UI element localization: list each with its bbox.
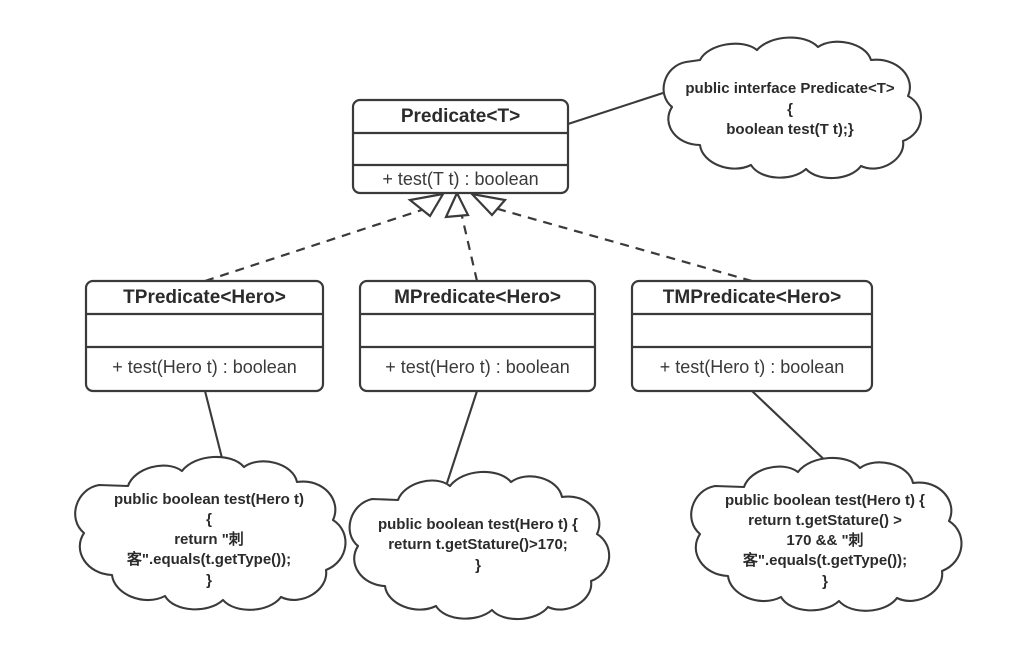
note-anchor-tpredicate [203, 390, 226, 467]
class-box-predicate-frame [351, 98, 570, 195]
note-cloud-tmpredicate[interactable]: public boolean test(Hero t) { return t.g… [690, 456, 963, 612]
note-anchor-predicate [567, 92, 664, 125]
note-cloud-predicate[interactable]: public interface Predicate<T> { boolean … [662, 36, 923, 180]
class-name-mpredicate: MPredicate<Hero> [394, 287, 561, 308]
note-cloud-tpredicate-line-3: 客".equals(t.getType()); [126, 550, 291, 568]
class-box-predicate[interactable]: Predicate<T> + test(T t) : boolean [351, 98, 570, 195]
realization-tmpredicate-to-predicate [483, 203, 753, 283]
note-cloud-tmpredicate-line-0: public boolean test(Hero t) { [725, 492, 925, 509]
class-box-tmpredicate-frame [630, 279, 874, 393]
note-cloud-mpredicate-line-0: public boolean test(Hero t) { [378, 516, 578, 533]
class-box-tpredicate[interactable]: TPredicate<Hero> + test(Hero t) : boolea… [84, 279, 325, 393]
class-box-tmpredicate[interactable]: TMPredicate<Hero> + test(Hero t) : boole… [630, 279, 874, 393]
note-cloud-predicate-line-1: { [787, 101, 793, 118]
class-method-predicate-0: + test(T t) : boolean [382, 169, 538, 189]
note-cloud-mpredicate[interactable]: public boolean test(Hero t) { return t.g… [348, 470, 611, 621]
realization-mpredicate-to-predicate [459, 211, 479, 282]
note-cloud-tmpredicate-line-2: 170 && "刺 [786, 531, 863, 549]
note-cloud-mpredicate-line-1: return t.getStature()>170; [388, 536, 568, 553]
note-cloud-tmpredicate-shape [690, 456, 963, 612]
note-cloud-tmpredicate-line-3: 客".equals(t.getType()); [742, 551, 907, 569]
class-name-predicate: Predicate<T> [401, 106, 520, 127]
note-cloud-tmpredicate-line-4: } [822, 573, 828, 590]
class-box-mpredicate[interactable]: MPredicate<Hero> + test(Hero t) : boolea… [358, 279, 597, 393]
class-name-tpredicate: TPredicate<Hero> [123, 287, 286, 308]
note-cloud-tpredicate[interactable]: public boolean test(Hero t) { return "刺 … [74, 455, 347, 611]
note-anchor-mpredicate [446, 390, 478, 484]
note-cloud-predicate-line-2: boolean test(T t);} [726, 121, 854, 138]
class-method-mpredicate-0: + test(Hero t) : boolean [385, 357, 570, 377]
note-cloud-predicate-shape [662, 36, 923, 180]
class-box-mpredicate-frame [358, 279, 597, 393]
class-box-tpredicate-frame [84, 279, 325, 393]
class-name-tmpredicate: TMPredicate<Hero> [663, 287, 841, 308]
realization-arrowhead-middle-icon [444, 190, 470, 219]
note-anchor-tmpredicate [751, 390, 833, 468]
note-cloud-predicate-line-0: public interface Predicate<T> [685, 80, 894, 97]
class-method-tmpredicate-0: + test(Hero t) : boolean [660, 357, 845, 377]
realization-arrowhead-left-icon [407, 192, 446, 218]
note-cloud-mpredicate-line-2: } [475, 557, 481, 574]
note-cloud-tpredicate-line-0: public boolean test(Hero t) [114, 491, 304, 508]
class-method-tpredicate-0: + test(Hero t) : boolean [112, 357, 297, 377]
note-cloud-mpredicate-shape [348, 470, 611, 621]
note-cloud-tpredicate-shape [74, 455, 347, 611]
note-cloud-tpredicate-line-4: } [206, 572, 212, 589]
note-cloud-tmpredicate-line-1: return t.getStature() > [748, 512, 902, 529]
note-cloud-tpredicate-line-1: { [206, 511, 212, 528]
note-cloud-tpredicate-line-2: return "刺 [174, 530, 244, 548]
realization-arrowhead-right-icon [468, 192, 508, 217]
realization-tpredicate-to-predicate [204, 203, 438, 283]
